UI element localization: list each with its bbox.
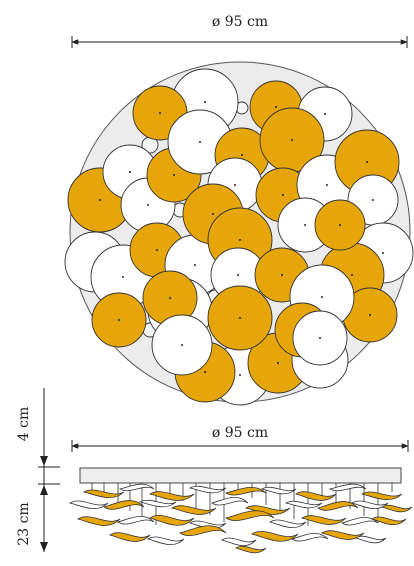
disc-center-point — [156, 249, 158, 251]
disc-center-point — [282, 194, 284, 196]
disc-center-point — [277, 362, 279, 364]
disc-center-point — [118, 319, 120, 321]
white-hanging-glass — [188, 485, 227, 494]
disc-center-point — [194, 264, 196, 266]
amber-hanging-glass — [317, 501, 359, 511]
amber-hanging-glass — [109, 532, 151, 542]
white-hanging-glass — [291, 532, 329, 542]
amber-hanging-glass — [149, 515, 195, 526]
amber-hanging-glass — [148, 491, 195, 501]
amber-hanging-glass — [321, 530, 365, 540]
disc-center-point — [326, 184, 328, 186]
side-diameter-label: ø 95 cm — [212, 425, 268, 441]
disc-center-point — [169, 297, 171, 299]
white-hanging-glass — [351, 500, 389, 510]
disc-center-point — [369, 314, 371, 316]
amber-hanging-glass — [360, 491, 403, 501]
disc-center-point — [319, 337, 321, 339]
disc-center-point — [339, 224, 341, 226]
hanging-glass-elements — [68, 483, 413, 554]
amber-hanging-glass — [170, 505, 217, 515]
white-hanging-glass — [260, 486, 297, 495]
white-hanging-glass — [211, 496, 249, 506]
disc-center-point — [147, 204, 149, 206]
disc-center-point — [199, 141, 201, 143]
amber-hanging-glass — [381, 504, 413, 513]
white-hanging-glass — [355, 535, 387, 544]
white-hanging-glass — [117, 515, 155, 525]
white-hanging-glass — [341, 516, 379, 526]
white-hanging-glass — [138, 499, 177, 508]
disc-center-point — [351, 274, 353, 276]
disc-center-point — [291, 139, 293, 141]
top-diameter-label: ø 95 cm — [212, 14, 268, 30]
drop-height-label: 23 cm — [16, 502, 32, 545]
disc-center-point — [234, 184, 236, 186]
arrowhead-drop-bottom — [40, 542, 48, 552]
side-view: ø 95 cm 4 cm 23 cm — [16, 388, 413, 554]
amber-hanging-glass — [77, 516, 121, 526]
disc-center-point — [239, 374, 241, 376]
disc-center-point — [129, 171, 131, 173]
amber-hanging-glass — [224, 486, 267, 496]
amber-hanging-glass — [82, 489, 125, 499]
amber-hanging-glass — [103, 500, 145, 510]
disc-center-point — [366, 161, 368, 163]
disc-center-point — [239, 239, 241, 241]
disc-center-point — [237, 274, 239, 276]
white-hanging-glass — [269, 519, 307, 529]
white-hanging-glass — [147, 536, 185, 546]
top-view: ø 95 cm — [64, 14, 414, 406]
amber-hanging-glass — [300, 515, 347, 525]
white-hanging-glass — [118, 483, 155, 492]
disc-center-point — [99, 199, 101, 201]
white-hanging-glass — [221, 537, 257, 547]
arrowhead-drop-top — [40, 485, 48, 495]
disc-center-point — [241, 154, 243, 156]
glass-discs — [64, 68, 414, 406]
disc-center-point — [372, 199, 374, 201]
disc-center-point — [382, 252, 384, 254]
amber-hanging-glass — [224, 510, 275, 521]
disc-center-point — [122, 276, 124, 278]
disc-center-point — [239, 317, 241, 319]
canopy-height-label: 4 cm — [16, 407, 32, 441]
arrowhead-canopy-top — [40, 456, 48, 466]
disc-center-point — [324, 113, 326, 115]
amber-hanging-glass — [179, 525, 227, 536]
disc-center-point — [304, 224, 306, 226]
disc-center-point — [159, 112, 161, 114]
white-hanging-glass — [68, 500, 109, 510]
amber-hanging-glass — [295, 491, 337, 501]
disc-center-point — [173, 174, 175, 176]
disc-center-point — [204, 101, 206, 103]
disc-center-point — [212, 213, 214, 215]
amber-hanging-glass — [371, 516, 407, 526]
disc-center-point — [275, 106, 277, 108]
canopy-profile — [79, 467, 402, 484]
disc-center-point — [204, 371, 206, 373]
amber-hanging-glass — [235, 545, 267, 554]
disc-center-point — [181, 344, 183, 346]
white-hanging-glass — [328, 483, 367, 492]
amber-hanging-glass — [251, 531, 299, 542]
disc-center-point — [321, 296, 323, 298]
disc-center-point — [281, 274, 283, 276]
white-hanging-glass — [284, 500, 323, 509]
